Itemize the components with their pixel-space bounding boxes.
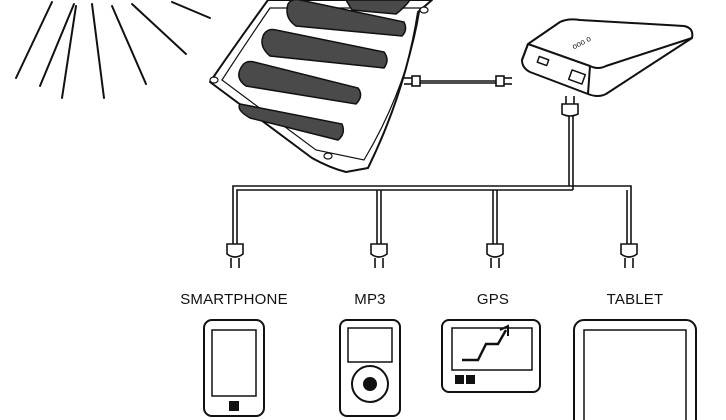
smartphone-icon — [203, 319, 265, 417]
plug-icon — [620, 243, 638, 268]
device-label-tablet: TABLET — [606, 291, 664, 308]
sun-rays-icon — [15, 1, 211, 99]
device-label-smartphone: SMARTPHONE — [180, 291, 288, 308]
device-label-mp3: MP3 — [354, 291, 386, 308]
solar-panel-icon — [209, 0, 433, 173]
mp3-player-icon — [339, 319, 401, 417]
distribution-cable — [232, 185, 632, 244]
device-plugs — [226, 243, 638, 268]
powerbank-output-cable — [561, 96, 579, 190]
plug-icon — [486, 243, 504, 268]
tablet-icon — [573, 319, 697, 420]
plug-icon — [370, 243, 388, 268]
device-label-gps: GPS — [476, 291, 510, 308]
power-bank-icon: ooo o — [521, 18, 694, 97]
gps-device-icon — [441, 319, 541, 393]
plug-icon — [226, 243, 244, 268]
panel-to-powerbank-cable — [404, 75, 512, 87]
